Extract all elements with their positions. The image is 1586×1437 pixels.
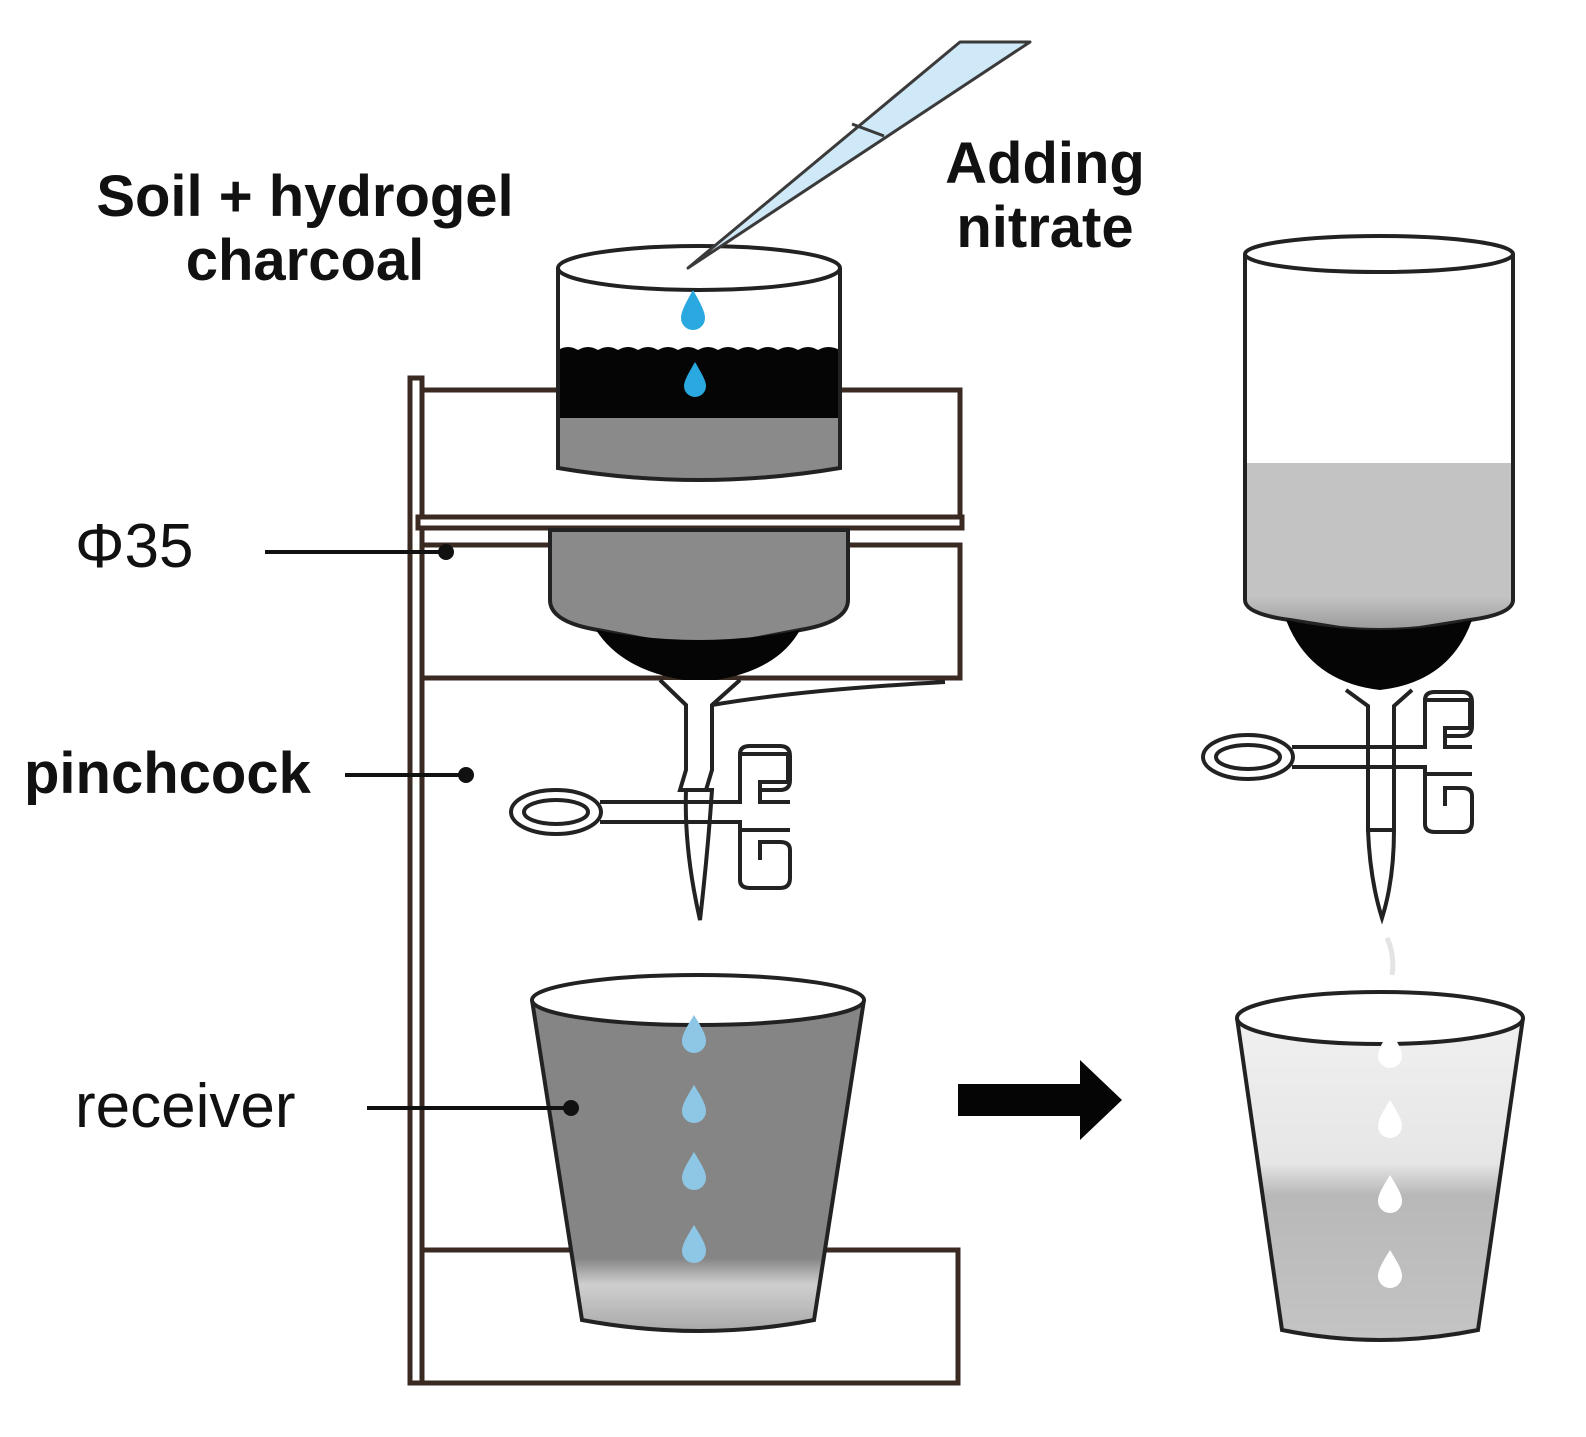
water-drop [684, 362, 706, 397]
beaker-rim [556, 244, 842, 292]
receiver-label: receiver [75, 1072, 296, 1141]
pinchcock-loop-top [738, 744, 792, 792]
separating-funnel [548, 528, 946, 921]
result-column-rim [1243, 234, 1515, 274]
result-receiver-liquid [1237, 1018, 1523, 1340]
white-drop [1378, 1175, 1402, 1213]
funnel-tip-bracket [711, 680, 946, 707]
white-drop [1378, 1250, 1402, 1288]
pinchcock-pointer-dot [458, 767, 474, 783]
result-receiver-wall [1235, 1017, 1525, 1342]
result-column-wall [1243, 254, 1515, 632]
funnel-charcoal [596, 630, 800, 682]
pipette [686, 40, 1032, 270]
stand-plate [415, 514, 965, 531]
water-drop [682, 1225, 706, 1263]
label-pointers [265, 544, 579, 1116]
beaker-wall [556, 268, 842, 482]
result-funnel-tip [1365, 828, 1397, 925]
receiver-pointer-dot [563, 1100, 579, 1116]
result-receiver-beaker [1235, 990, 1525, 1342]
receiver-wall [530, 999, 866, 1333]
soil-mixture-label: Soil + hydrogel charcoal [70, 165, 540, 293]
soil-mixture-label-line1: Soil + hydrogel [96, 164, 514, 229]
result-pinchcock-ring-inner [1214, 743, 1282, 771]
result-pinchcock-loop-top [1423, 690, 1474, 738]
white-drop [1378, 1030, 1402, 1068]
pinchcock-label: pinchcock [24, 741, 311, 806]
diameter-label: Φ35 [75, 512, 194, 581]
pinchcock-clip [509, 744, 792, 890]
result-charcoal [1286, 620, 1472, 690]
water-drop [681, 290, 705, 330]
water-drop [682, 1085, 706, 1123]
falling-stream [1384, 936, 1396, 976]
adding-nitrate-label-line2: nitrate [956, 195, 1134, 260]
adding-nitrate-label: Adding nitrate [920, 132, 1170, 260]
result-soil-layer [1245, 463, 1513, 630]
right-arrow-icon [958, 1060, 1122, 1140]
pipette-body [686, 40, 1032, 270]
soil-mixture-label-line2: charcoal [185, 228, 425, 293]
result-pinchcock-clip [1201, 690, 1474, 834]
pinchcock-ring [509, 788, 603, 836]
soil-layer [558, 418, 840, 480]
water-drop [682, 1152, 706, 1190]
funnel-body [548, 528, 850, 645]
diameter-pointer-dot [438, 544, 454, 560]
funnel-neck [658, 678, 742, 792]
white-drop [1378, 1100, 1402, 1138]
result-column [1243, 234, 1515, 925]
result-pinchcock-ring [1201, 733, 1295, 781]
soil-column [556, 244, 842, 482]
receiver-beaker [530, 973, 866, 1333]
pinchcock-loop-bottom [738, 822, 792, 890]
result-funnel-neck [1344, 688, 1414, 832]
funnel-tip [683, 788, 715, 921]
pinchcock-ring-inner [522, 798, 590, 826]
result-pinchcock-loop-bottom [1423, 767, 1474, 834]
adding-nitrate-label-line1: Adding [945, 131, 1145, 196]
pipette-mark [851, 122, 885, 138]
result-receiver-rim [1235, 990, 1525, 1046]
water-drop [682, 1015, 706, 1053]
receiver-rim [530, 973, 866, 1027]
